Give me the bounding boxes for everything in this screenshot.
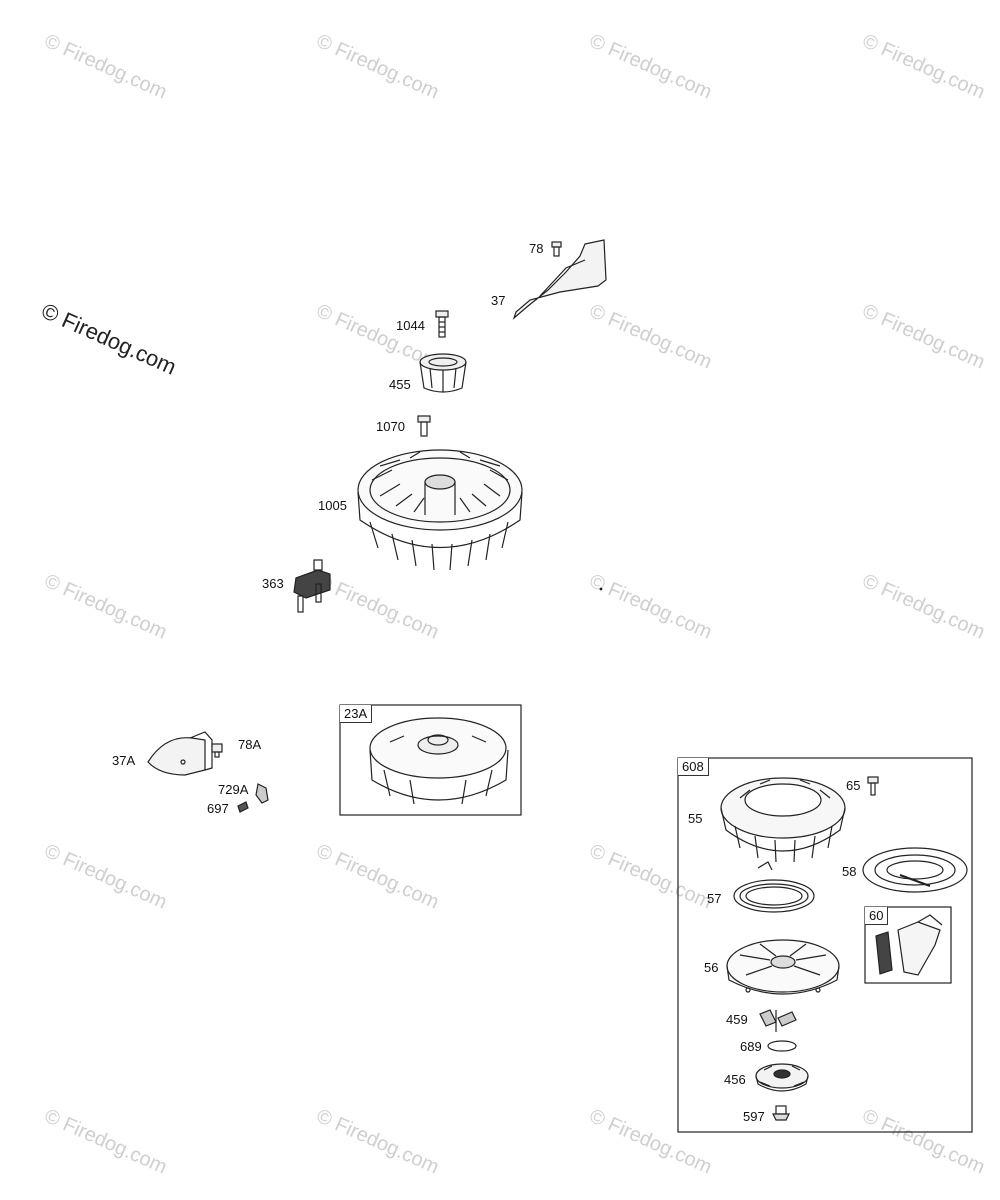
box-label-60: 60 — [865, 907, 889, 925]
screw-65-icon — [867, 776, 879, 796]
part-label-57: 57 — [707, 891, 722, 906]
part-label-689: 689 — [740, 1039, 762, 1054]
screw-78-icon — [551, 241, 562, 257]
spring-58-icon — [862, 847, 968, 893]
part-label-78: 78 — [529, 241, 544, 256]
flywheel-1005-icon — [357, 449, 523, 571]
clip-729A-icon — [255, 783, 269, 804]
rope-57-icon — [733, 861, 815, 913]
flywheel-23A-icon — [369, 717, 509, 805]
box-label-608: 608 — [678, 758, 709, 776]
part-label-455: 455 — [389, 377, 411, 392]
part-label-1044: 1044 — [396, 318, 425, 333]
blower-housing-55-icon — [720, 777, 846, 863]
part-label-65: 65 — [846, 778, 861, 793]
part-label-363: 363 — [262, 576, 284, 591]
part-label-456: 456 — [724, 1072, 746, 1087]
part-label-697: 697 — [207, 801, 229, 816]
part-label-459: 459 — [726, 1012, 748, 1027]
screw-78A-icon — [211, 743, 223, 758]
cup-455-icon — [419, 353, 467, 393]
screw-1070-icon — [417, 415, 431, 437]
box-label-23A: 23A — [340, 705, 373, 723]
guide-37A-icon — [147, 731, 213, 776]
part-label-56: 56 — [704, 960, 719, 975]
box-60 — [864, 906, 952, 984]
screw-697-icon — [237, 801, 249, 813]
box-608 — [677, 757, 973, 1133]
bolt-1044-icon — [435, 310, 449, 338]
part-label-55: 55 — [688, 811, 703, 826]
retainer-689-icon — [767, 1040, 797, 1052]
handle-60-icon — [875, 914, 943, 976]
part-label-37: 37 — [491, 293, 506, 308]
part-label-78A: 78A — [238, 737, 262, 752]
part-label-58: 58 — [842, 864, 857, 879]
part-label-729A: 729A — [218, 782, 249, 797]
part-label-1070: 1070 — [376, 419, 405, 434]
part-label-37A: 37A — [112, 753, 136, 768]
pulley-56-icon — [726, 939, 840, 995]
part-label-1005: 1005 — [318, 498, 347, 513]
air-guide-37-icon — [512, 239, 607, 320]
bracket-363-icon — [293, 559, 331, 613]
part-label-597: 597 — [743, 1109, 765, 1124]
pawl-459-icon — [759, 1009, 797, 1032]
retainer-456-icon — [755, 1063, 809, 1092]
screw-597-icon — [772, 1105, 790, 1121]
